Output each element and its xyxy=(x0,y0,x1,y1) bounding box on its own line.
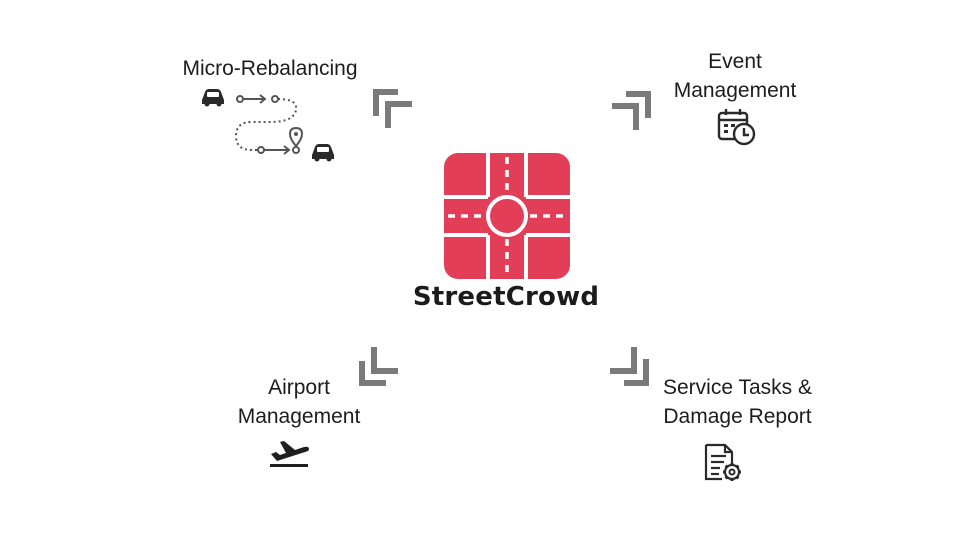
service-tasks-line1: Service Tasks & xyxy=(663,376,812,399)
airport-management-line2: Management xyxy=(237,405,361,428)
service-tasks-label: Service Tasks & Damage Report xyxy=(650,373,825,431)
event-management-line2: Management xyxy=(673,79,797,102)
arrow-bottom-right xyxy=(604,341,654,391)
arrow-top-right xyxy=(606,88,656,138)
arrow-bottom-left xyxy=(356,341,406,391)
service-tasks-line2: Damage Report xyxy=(663,405,812,428)
brand-name: StreetCrowd xyxy=(412,282,600,312)
airplane-takeoff-icon xyxy=(268,437,312,469)
calendar-clock-icon xyxy=(717,108,757,146)
airport-management-line1: Airport xyxy=(268,376,330,399)
micro-rebalancing-label: Micro-Rebalancing xyxy=(182,57,358,80)
arrow-top-left xyxy=(370,86,420,136)
document-gear-icon xyxy=(703,443,743,483)
event-management-label: Event Management xyxy=(660,47,810,105)
airport-management-label: Airport Management xyxy=(224,373,374,431)
car-route-icon xyxy=(200,84,340,164)
streetcrowd-logo xyxy=(444,153,570,279)
event-management-line1: Event xyxy=(708,50,762,73)
